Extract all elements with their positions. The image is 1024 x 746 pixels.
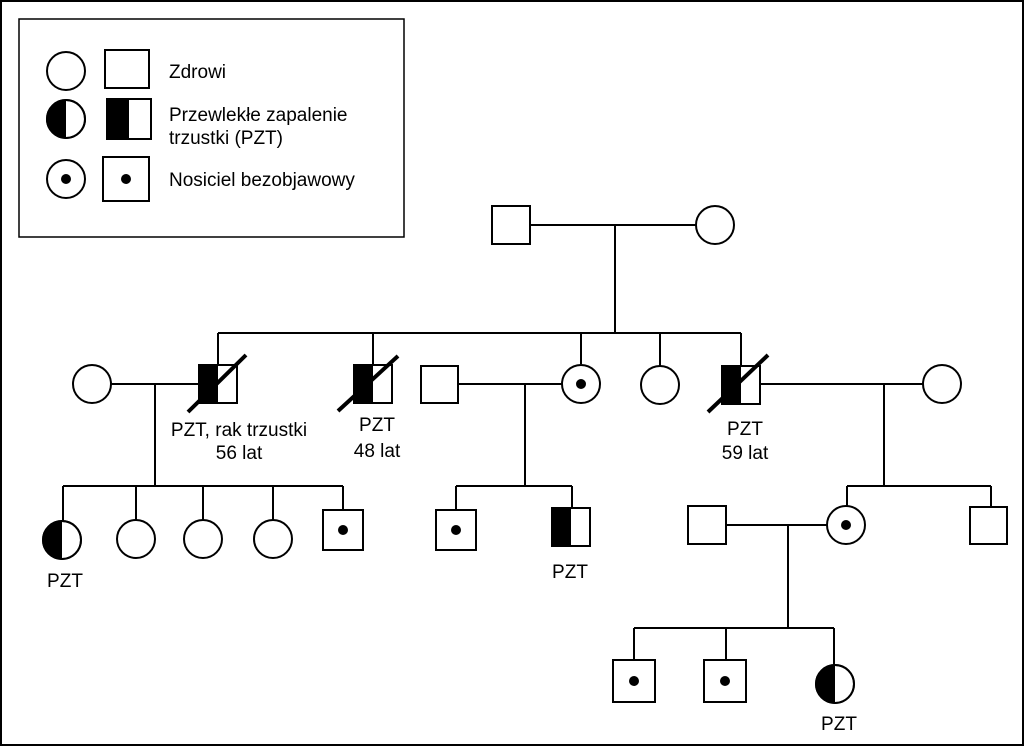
legend-affected-male-symbol xyxy=(106,98,152,140)
legend-carrier-male-symbol xyxy=(102,156,150,202)
pedigree-lines xyxy=(62,224,992,665)
gen2-daughter-carrier xyxy=(561,364,601,404)
gen2-left-label-line2: 56 lat xyxy=(216,443,263,464)
legend-affected-female-symbol xyxy=(46,99,86,139)
gen2-mid-label-line1: PZT xyxy=(359,415,395,436)
gen2-mid-label-line2: 48 lat xyxy=(354,441,401,462)
gen3-left-daughter-affected xyxy=(42,520,82,560)
gen2-left-wife-healthy xyxy=(72,364,112,404)
gen3-left-daughter-healthy-3 xyxy=(253,519,293,559)
gen3-left-child-label: PZT xyxy=(47,571,83,592)
gen2-mid-son-affected-deceased xyxy=(336,354,400,413)
gen2-left-label-line1: PZT, rak trzustki xyxy=(171,420,307,441)
gen2-right-son-affected-deceased xyxy=(706,353,770,414)
legend-healthy-male-symbol xyxy=(104,49,150,89)
legend-healthy-label: Zdrowi xyxy=(169,62,226,83)
gen1-grandfather-healthy xyxy=(491,205,531,245)
gen3-mid-son-affected xyxy=(551,507,591,547)
gen3-right-son-healthy xyxy=(969,506,1008,545)
legend-carrier-label: Nosiciel bezobjawowy xyxy=(169,170,355,191)
gen2-daughter-healthy xyxy=(640,365,680,405)
gen2-mid-husband-healthy xyxy=(420,365,459,404)
legend-pzt-label-line2: trzustki (PZT) xyxy=(169,128,283,149)
gen4-daughter-label: PZT xyxy=(821,714,857,735)
gen2-right-label-line1: PZT xyxy=(727,419,763,440)
gen2-right-wife-healthy xyxy=(922,364,962,404)
gen4-daughter-affected xyxy=(815,664,855,704)
gen3-left-daughter-healthy-1 xyxy=(116,519,156,559)
gen2-left-son-affected-deceased xyxy=(186,353,248,414)
gen3-left-son-carrier xyxy=(322,509,364,551)
legend: Zdrowi Przewlekłe zapalenie trzustki (PZ… xyxy=(18,18,405,238)
gen2-right-label-line2: 59 lat xyxy=(722,443,769,464)
gen4-son-carrier-2 xyxy=(703,659,747,703)
gen3-right-husband-healthy xyxy=(687,505,727,545)
legend-healthy-female-symbol xyxy=(46,51,86,91)
gen3-mid-child-label: PZT xyxy=(552,562,588,583)
gen4-son-carrier-1 xyxy=(612,659,656,703)
gen1-grandmother-healthy xyxy=(695,205,735,245)
gen3-mid-son-carrier xyxy=(435,509,477,551)
gen3-left-daughter-healthy-2 xyxy=(183,519,223,559)
legend-pzt-label-line1: Przewlekłe zapalenie xyxy=(169,105,348,126)
gen3-right-daughter-carrier xyxy=(826,505,866,545)
legend-carrier-female-symbol xyxy=(46,159,86,199)
